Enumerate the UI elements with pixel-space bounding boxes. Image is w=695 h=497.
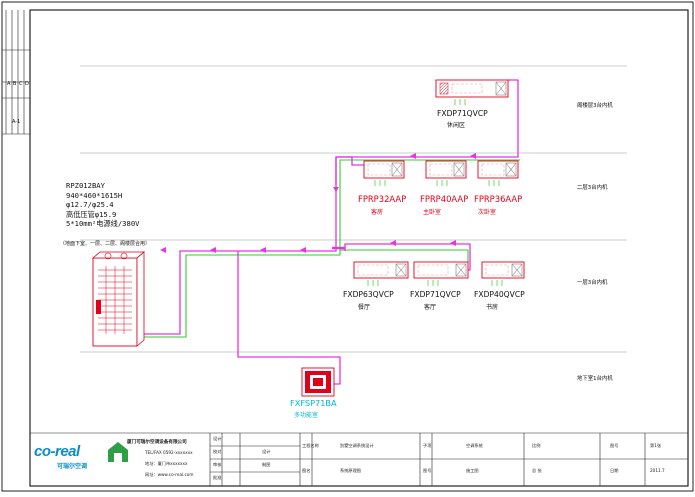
outdoor-spec: RPZ012BAY 940*460*1615H φ12.7/φ25.4 高低压管… (66, 181, 140, 229)
tb-row-1: 设计 (213, 436, 222, 441)
title-block-grid (30, 432, 688, 486)
outdoor-pressure: 高低压管φ15.9 (66, 209, 117, 219)
strip-label-c: C (19, 81, 23, 87)
tb-no-label: 图号 (610, 443, 619, 448)
company-logo-mark (108, 442, 128, 462)
tb-date-label: 日期 (610, 468, 619, 473)
firm-line-2: TEL/FAX 0592-xxxxxxx (145, 450, 193, 455)
tb-row-3: 审核 (213, 462, 222, 467)
tb-sheet-label: 比例 (532, 443, 541, 448)
floor-label-basement: 地下室1台内机 (577, 376, 613, 382)
firm-line-3: 地址：厦门市xxxxxxx (145, 461, 188, 466)
tb-part-value: 空调系统 (466, 443, 483, 448)
tb-project-value: 别墅空调系统设计 (340, 443, 374, 448)
unit-model-basement-1: FXFSP71BA (290, 398, 337, 408)
tb-row-4: 批准 (213, 475, 222, 480)
tb-sheet-value: 总 张 (532, 468, 542, 473)
strip-label-a: A (7, 81, 11, 87)
unit-model-first-3: FXDP40QVCP (474, 290, 525, 299)
tb-check-col: 制图 (262, 462, 271, 467)
unit-room-first-1: 餐厅 (358, 304, 371, 311)
outdoor-model: RPZ012BAY (66, 181, 105, 190)
flow-arrows (160, 153, 476, 253)
tb-no-value: 第1张 (650, 443, 662, 448)
unit-model-second-3: FPRP36AAP (474, 194, 523, 204)
tb-row-2: 校对 (213, 449, 222, 454)
outdoor-pipes: φ12.7/φ25.4 (66, 200, 114, 210)
indoor-unit-second-1[interactable] (363, 160, 405, 179)
tb-drawing-value: 系统原理图 (340, 468, 361, 473)
strip-mark: A-1 (12, 119, 21, 125)
cassette-unit-basement[interactable] (301, 367, 335, 397)
firm-name: 厦门可瑞尔空调设备有限公司 (127, 440, 187, 445)
unit-model-second-2: FPRP40AAP (420, 194, 469, 204)
indoor-unit-first-1[interactable] (353, 261, 409, 279)
tb-design-col: 设计 (262, 449, 271, 454)
indoor-unit-second-2[interactable] (425, 160, 467, 179)
indoor-unit-first-2[interactable] (413, 261, 469, 279)
drain-pipe (137, 159, 520, 338)
left-strip (2, 10, 30, 135)
indoor-unit-first-3[interactable] (481, 261, 525, 279)
floor-label-first: 一层3台内机 (577, 280, 608, 286)
tb-date-value: 2011.7 (650, 468, 665, 473)
inner-border (29, 9, 689, 487)
unit-model-first-2: FXDP71QVCP (410, 290, 461, 299)
unit-model-second-1: FPRP32AAP (358, 194, 407, 204)
tb-stage-label: 图号 (423, 468, 432, 473)
tb-part-label: 子项 (423, 443, 432, 448)
outdoor-dimensions: 940*460*1615H (66, 190, 123, 200)
indoor-unit-second-3[interactable] (477, 160, 519, 179)
refrigerant-pipe (137, 79, 519, 385)
firm-line-4: 网址：www.co-real.com (145, 472, 194, 477)
tb-stage-value: 施工图 (466, 468, 479, 473)
outdoor-note: （地面下室、一层、二层、阁楼层合用） (60, 241, 151, 247)
tb-drawing-label: 图名 (302, 468, 311, 473)
tb-project-label: 工程名称 (302, 443, 319, 448)
unit-room-second-2: 主卧室 (423, 209, 442, 216)
floor-label-attic: 阁楼层3台内机 (577, 103, 613, 109)
unit-model-attic-1: FXDP71QVCP (437, 109, 488, 118)
unit-model-first-1: FXDP63QVCP (343, 290, 394, 299)
company-logo: co-real (34, 443, 80, 460)
indoor-unit-attic-1[interactable] (435, 79, 509, 98)
company-logo-cn: 可瑞尔空调 (57, 463, 88, 470)
outdoor-unit[interactable] (91, 251, 146, 347)
unit-room-second-3: 次卧室 (478, 209, 497, 216)
unit-room-first-3: 书房 (486, 304, 499, 311)
unit-room-first-2: 客厅 (424, 304, 437, 311)
unit-room-basement-1: 多功能室 (294, 412, 319, 419)
strip-label-b: B (13, 81, 17, 87)
outdoor-power: 5*10mm²电源线/380V (66, 219, 140, 229)
airflow-marks (367, 99, 503, 286)
unit-room-attic-1: 休闲区 (447, 122, 466, 129)
floor-label-second: 二层3台内机 (577, 185, 608, 191)
strip-label-d: D (25, 81, 29, 87)
unit-room-second-1: 客房 (371, 209, 384, 216)
